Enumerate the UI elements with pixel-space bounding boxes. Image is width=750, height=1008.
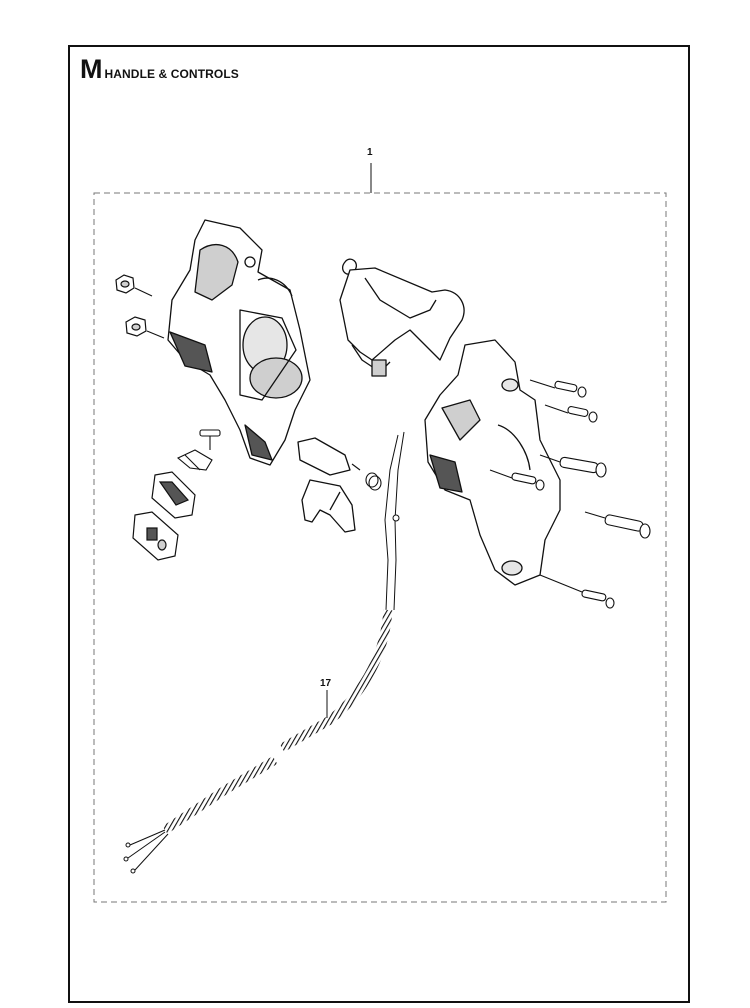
screw-middle[interactable]	[489, 469, 545, 491]
screw-lower[interactable]	[539, 574, 615, 609]
screw-upper-1[interactable]	[529, 379, 587, 398]
trigger-spring[interactable]	[351, 463, 382, 491]
page-frame	[68, 45, 690, 1003]
pin-lower[interactable]	[584, 511, 651, 539]
wire-harness[interactable]	[123, 431, 405, 874]
section-title: HANDLE & CONTROLS	[104, 67, 239, 81]
switch-cover[interactable]	[132, 511, 179, 561]
handle-housing-right[interactable]	[424, 339, 561, 586]
pin-upper[interactable]	[539, 454, 607, 478]
handle-housing-left[interactable]	[167, 219, 311, 466]
switch-contact[interactable]	[176, 449, 213, 471]
callout-1[interactable]: 1	[367, 147, 373, 158]
throttle-lockout[interactable]	[339, 258, 465, 377]
assembly-boundary	[93, 192, 667, 903]
hex-nut-upper[interactable]	[115, 274, 153, 297]
stop-switch[interactable]	[151, 471, 196, 519]
throttle-trigger[interactable]	[297, 437, 356, 533]
callout-17[interactable]: 17	[320, 678, 332, 689]
switch-pin[interactable]	[199, 429, 221, 450]
hex-nut-lower[interactable]	[125, 316, 165, 339]
section-letter: M	[80, 54, 103, 84]
section-header: M HANDLE & CONTROLS	[80, 56, 239, 83]
screw-upper-2[interactable]	[544, 404, 598, 423]
